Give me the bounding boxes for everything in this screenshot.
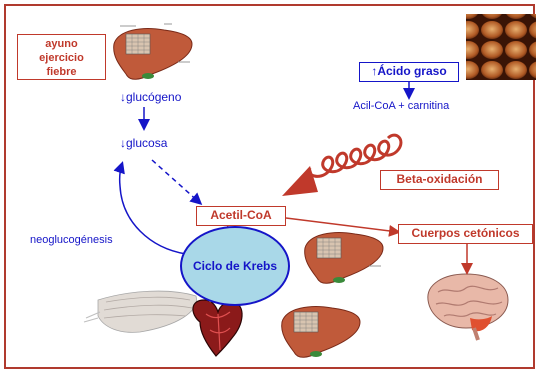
brain-image (428, 274, 508, 340)
acetyl-coa-label: Acetil-CoA (210, 208, 271, 222)
ketone-bodies-label: Cuerpos cetónicos (411, 226, 519, 240)
acetyl-to-ketone-arrow (286, 218, 398, 232)
conditions-label: ayuno ejercicio fiebre (27, 37, 97, 79)
liver-image (305, 233, 383, 284)
glycogen-label: ↓glucógeno (120, 90, 181, 104)
fatty-acid-label: ↑Ácido graso (371, 64, 446, 78)
gluconeogenesis-label: neoglucogénesis (30, 234, 113, 246)
liver-image (282, 307, 360, 358)
acyl-coa-label: Acil-CoA + carnitina (353, 100, 449, 112)
neoglucogenesis-arrow (120, 164, 186, 254)
krebs-cycle-circle: Ciclo de Krebs (180, 226, 290, 306)
beta-oxidation-label: Beta-oxidación (396, 172, 482, 186)
muscle-image (84, 291, 196, 332)
fat-cells-image (466, 14, 536, 80)
beta-oxidation-box: Beta-oxidación (380, 170, 499, 190)
liver-image (114, 24, 192, 79)
ketone-bodies-box: Cuerpos cetónicos (398, 224, 533, 244)
krebs-cycle-label: Ciclo de Krebs (193, 259, 277, 273)
fatty-acid-box: ↑Ácido graso (359, 62, 459, 82)
glucose-label: ↓glucosa (120, 136, 167, 150)
conditions-box: ayuno ejercicio fiebre (17, 34, 106, 80)
acetyl-coa-box: Acetil-CoA (196, 206, 286, 226)
spring-arrowhead (282, 166, 318, 196)
glucose-to-acetyl-arrow (152, 160, 200, 203)
